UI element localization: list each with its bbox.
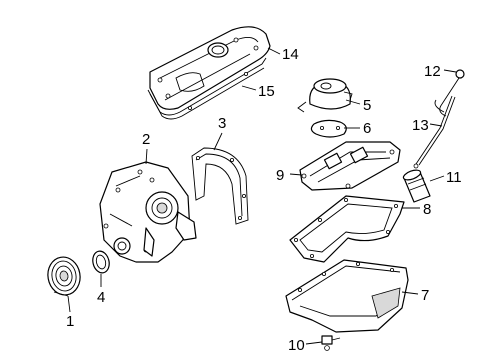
front-cover-part[interactable]	[99, 161, 197, 263]
callout-13: 13	[412, 117, 429, 134]
callout-12: 12	[424, 63, 441, 80]
oil-pan-gasket-part[interactable]	[289, 195, 405, 263]
callout-7: 7	[421, 287, 429, 304]
cover-assembly-part[interactable]	[297, 78, 353, 113]
callout-15: 15	[258, 83, 275, 100]
callout-4: 4	[97, 289, 105, 306]
dipstick-part[interactable]	[434, 69, 465, 117]
leader-lines	[67, 47, 457, 345]
callout-5: 5	[363, 97, 371, 114]
gasket-part[interactable]	[310, 119, 347, 138]
callout-6: 6	[363, 120, 371, 137]
callout-11: 11	[446, 169, 462, 186]
timing-cover-gasket-part[interactable]	[191, 147, 249, 225]
valve-cover-gasket-part[interactable]	[147, 57, 267, 120]
callout-14: 14	[282, 46, 299, 63]
oil-pan-part[interactable]	[285, 259, 409, 333]
oil-filter-part[interactable]	[402, 168, 431, 203]
manifold-part[interactable]	[299, 141, 401, 191]
callout-3: 3	[218, 115, 226, 132]
dipstick-tube-part[interactable]	[413, 95, 456, 169]
valve-cover-part[interactable]	[149, 26, 271, 110]
seal-part[interactable]	[91, 249, 112, 274]
pulley-part[interactable]	[45, 255, 83, 298]
callout-8: 8	[423, 201, 431, 218]
drain-plug-part[interactable]	[321, 335, 341, 351]
callouts: 1 2 3 4 5 6 7 8 9 10 11 12 13 14 15	[66, 46, 462, 354]
callout-2: 2	[142, 131, 150, 148]
callout-10: 10	[288, 337, 305, 354]
callout-9: 9	[276, 167, 284, 184]
callout-1: 1	[66, 313, 74, 330]
